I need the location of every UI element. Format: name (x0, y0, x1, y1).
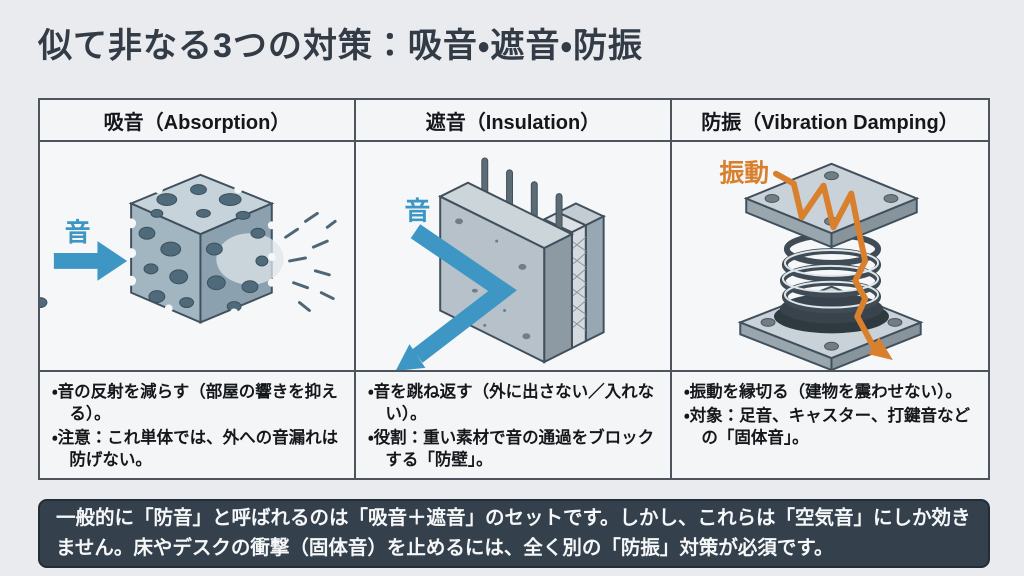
insulation-illustration: 音 (356, 142, 672, 372)
sound-reflect-arrow (410, 224, 517, 363)
sound-arrow (53, 241, 128, 281)
spring-isolator-icon: 振動 (719, 160, 924, 370)
absorption-notes: ・音の反射を減らす（部屋の響きを抑える）。 ・注意：これ単体では、外への音漏れは… (40, 372, 356, 478)
column-header-insulation: 遮音（Insulation） (356, 100, 672, 142)
summary-banner: 一般的に「防音」と呼ばれるのは「吸音＋遮音」のセットです。しかし、これらは「空気… (38, 499, 990, 568)
concrete-wall-icon: 音 (396, 157, 606, 370)
sound-arrow-label: 音 (65, 218, 91, 247)
bullet-item: ・音の反射を減らす（部屋の響きを抑える）。 (52, 383, 338, 424)
bullet-item: ・振動を縁切る（建物を震わせない）。 (684, 383, 962, 401)
summary-text: 一般的に「防音」と呼ばれるのは「吸音＋遮音」のセットです。しかし、これらは「空気… (56, 507, 971, 559)
bullet-item: ・役割：重い素材で音の通過をブロックする「防壁」。 (368, 429, 655, 470)
column-header-vibration-damping: 防振（Vibration Damping） (672, 100, 988, 142)
vibration-damping-illustration: 振動 (672, 142, 988, 372)
insulation-notes: ・音を跳ね返す（外に出さない／入れない）。 ・役割：重い素材で音の通過をブロック… (356, 372, 672, 478)
porous-foam-block-icon: 音 (40, 173, 337, 324)
bullet-item: ・対象：足音、キャスター、打鍵音などの「固体音」。 (684, 407, 970, 448)
absorption-illustration: 音 (40, 142, 356, 372)
bullet-item: ・注意：これ単体では、外への音漏れは防げない。 (52, 429, 339, 470)
sound-arrow-label: 音 (405, 196, 431, 225)
bullet-item: ・音を跳ね返す（外に出さない／入れない）。 (368, 383, 655, 424)
column-header-absorption: 吸音（Absorption） (40, 100, 356, 142)
page-title: 似て非なる3つの対策：吸音・遮音・防振 (38, 27, 644, 65)
vibration-arrow-label: 振動 (719, 160, 769, 188)
vibration-arrow (773, 170, 877, 350)
vibration-damping-notes: ・振動を縁切る（建物を震わせない）。 ・対象：足音、キャスター、打鍵音などの「固… (672, 372, 988, 478)
comparison-table: 吸音（Absorption） 遮音（Insulation） 防振（Vibrati… (38, 98, 990, 480)
